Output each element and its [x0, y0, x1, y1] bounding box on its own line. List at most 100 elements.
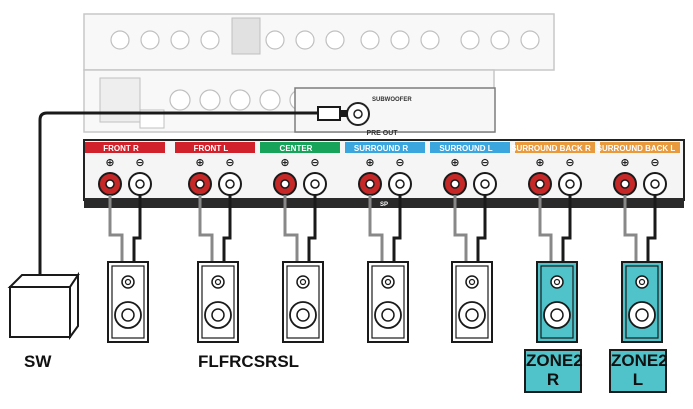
speaker-woofer	[628, 301, 656, 329]
speaker-wire-positive	[368, 195, 384, 262]
plus-mark: ⊕	[450, 157, 459, 169]
terminal-label: CENTER	[280, 144, 313, 153]
terminal-header	[175, 142, 255, 153]
negative-terminal-core	[310, 179, 320, 189]
minus-mark: ⊖	[565, 157, 574, 169]
subwoofer-jack-label: SUBWOOFER	[372, 97, 412, 103]
minus-mark: ⊖	[395, 157, 404, 169]
speaker-woofer-core	[381, 308, 395, 322]
plus-mark: ⊕	[620, 157, 629, 169]
speaker-wire-positive	[198, 195, 214, 262]
negative-terminal-core	[135, 179, 145, 189]
positive-terminal-core	[450, 179, 460, 189]
zone2-l-line2: L	[632, 370, 644, 389]
speaker-woofer	[114, 301, 142, 329]
speaker-tweeter	[635, 275, 649, 289]
negative-terminal-core	[650, 179, 660, 189]
speaker-tweeter	[465, 275, 479, 289]
speaker-wire-positive	[283, 195, 299, 262]
speaker-inner	[201, 265, 235, 339]
zone2-l-line1: ZONE2	[611, 351, 668, 370]
terminal-header	[600, 142, 680, 153]
speaker-tweeter	[550, 275, 564, 289]
minus-mark: ⊖	[225, 157, 234, 169]
zone2-r-line1: ZONE2	[526, 351, 583, 370]
speaker-wire-positive	[623, 195, 638, 262]
speaker-woofer-core	[296, 308, 310, 322]
terminal-label: SURROUND BACK R	[511, 144, 591, 153]
sp-label: SP	[380, 202, 388, 208]
subwoofer-label: SW	[24, 352, 52, 371]
plus-mark: ⊕	[365, 157, 374, 169]
positive-terminal-core	[620, 179, 630, 189]
speaker-woofer	[543, 301, 571, 329]
speaker-inner	[625, 265, 659, 339]
speaker-tweeter-core	[468, 278, 476, 286]
minus-mark: ⊖	[135, 157, 144, 169]
speaker-woofer	[204, 301, 232, 329]
speaker-inner	[455, 265, 489, 339]
zone2-r-line2: R	[546, 370, 560, 389]
positive-terminal-core	[365, 179, 375, 189]
negative-terminal-core	[565, 179, 575, 189]
minus-mark: ⊖	[650, 157, 659, 169]
terminal-label: SURROUND L	[439, 144, 492, 153]
zone2-l-label: ZONE2 L	[609, 349, 668, 393]
plus-mark: ⊕	[280, 157, 289, 169]
speaker-woofer-core	[211, 308, 225, 322]
speaker-woofer-core	[635, 308, 649, 322]
speaker-tweeter	[211, 275, 225, 289]
positive-terminal-core	[195, 179, 205, 189]
speaker-group-label: FLFRCSRSL	[198, 352, 300, 371]
speaker-tweeter-core	[638, 278, 646, 286]
speaker-inner	[371, 265, 405, 339]
speaker-wire-negative	[561, 195, 572, 262]
speaker-inner	[540, 265, 574, 339]
speaker-woofer	[289, 301, 317, 329]
speaker-tweeter-core	[553, 278, 561, 286]
speaker-woofer	[458, 301, 486, 329]
negative-terminal-core	[225, 179, 235, 189]
terminal-label: FRONT R	[103, 144, 139, 153]
speaker-wire-negative	[222, 195, 232, 262]
minus-mark: ⊖	[310, 157, 319, 169]
terminal-groups: FRONT R ⊕ ⊖ FRONT L ⊕ ⊖ CENTER ⊕ ⊖ SURROUND R ⊕ ⊖ SU…	[85, 142, 680, 196]
pre-out-label: PRE OUT	[366, 130, 398, 137]
terminal-header	[515, 142, 595, 153]
speaker-wire-negative	[646, 195, 657, 262]
positive-terminal-core	[105, 179, 115, 189]
negative-terminal-core	[395, 179, 405, 189]
plus-mark: ⊕	[195, 157, 204, 169]
speaker-woofer-core	[550, 308, 564, 322]
subwoofer	[7, 271, 80, 341]
minus-mark: ⊖	[480, 157, 489, 169]
speaker-wire-positive	[453, 195, 468, 262]
speakers	[107, 195, 663, 343]
terminal-label: SURROUND BACK L	[597, 144, 676, 153]
positive-terminal-core	[535, 179, 545, 189]
terminal-label: FRONT L	[194, 144, 229, 153]
speaker-wire-negative	[307, 195, 317, 262]
speaker-wire-negative	[132, 195, 142, 262]
speaker-inner	[111, 265, 145, 339]
negative-terminal-core	[480, 179, 490, 189]
zone2-r-label: ZONE2 R	[524, 349, 583, 393]
terminal-header	[345, 142, 425, 153]
subwoofer-cable	[38, 111, 326, 285]
speaker-tweeter	[121, 275, 135, 289]
speaker-wire-negative	[476, 195, 487, 262]
terminal-header	[260, 142, 340, 153]
terminal-label: SURROUND R	[354, 144, 408, 153]
speaker-tweeter	[296, 275, 310, 289]
speaker-tweeter-core	[299, 278, 307, 286]
speaker-tweeter	[381, 275, 395, 289]
speaker-tweeter-core	[214, 278, 222, 286]
speaker-woofer-core	[121, 308, 135, 322]
subwoofer-plug	[317, 106, 341, 121]
speaker-wire-positive	[108, 195, 124, 262]
terminal-header	[430, 142, 510, 153]
positive-terminal-core	[280, 179, 290, 189]
speaker-tweeter-core	[384, 278, 392, 286]
